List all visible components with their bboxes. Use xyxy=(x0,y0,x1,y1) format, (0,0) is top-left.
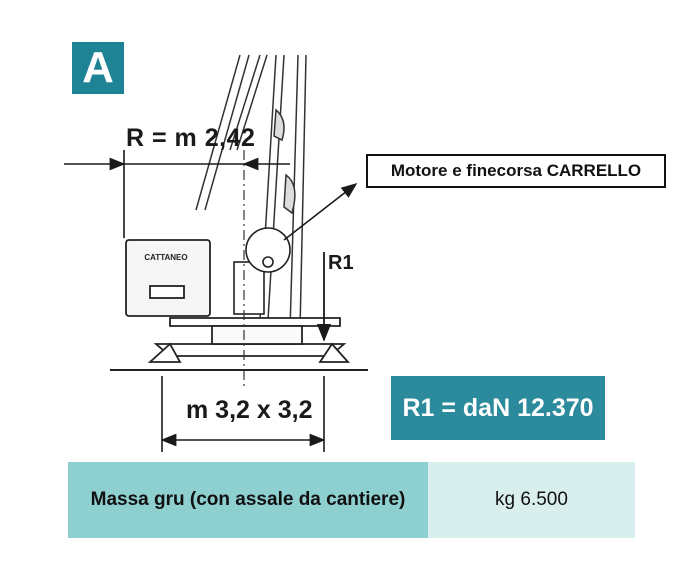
base-dimension xyxy=(160,376,326,452)
ballast-logo: CATTANEO xyxy=(144,253,187,262)
callout-leader xyxy=(283,183,358,241)
mass-label-cell: Massa gru (con assale da cantiere) xyxy=(68,462,428,538)
reaction-label: R1 xyxy=(328,252,354,274)
radius-dimension xyxy=(64,150,290,238)
crane-base xyxy=(147,317,351,363)
slewing-unit xyxy=(233,227,291,315)
view-badge: A xyxy=(72,42,124,94)
counterweight xyxy=(125,239,211,317)
radius-label: R = m 2,42 xyxy=(126,124,256,152)
base-size-label: m 3,2 x 3,2 xyxy=(186,396,313,424)
mass-value-cell: kg 6.500 xyxy=(428,462,635,538)
reaction-result-box: R1 = daN 12.370 xyxy=(391,376,605,440)
callout-motor-label: Motore e finecorsa CARRELLO xyxy=(366,154,666,188)
mass-table: Massa gru (con assale da cantiere) kg 6.… xyxy=(68,462,635,538)
